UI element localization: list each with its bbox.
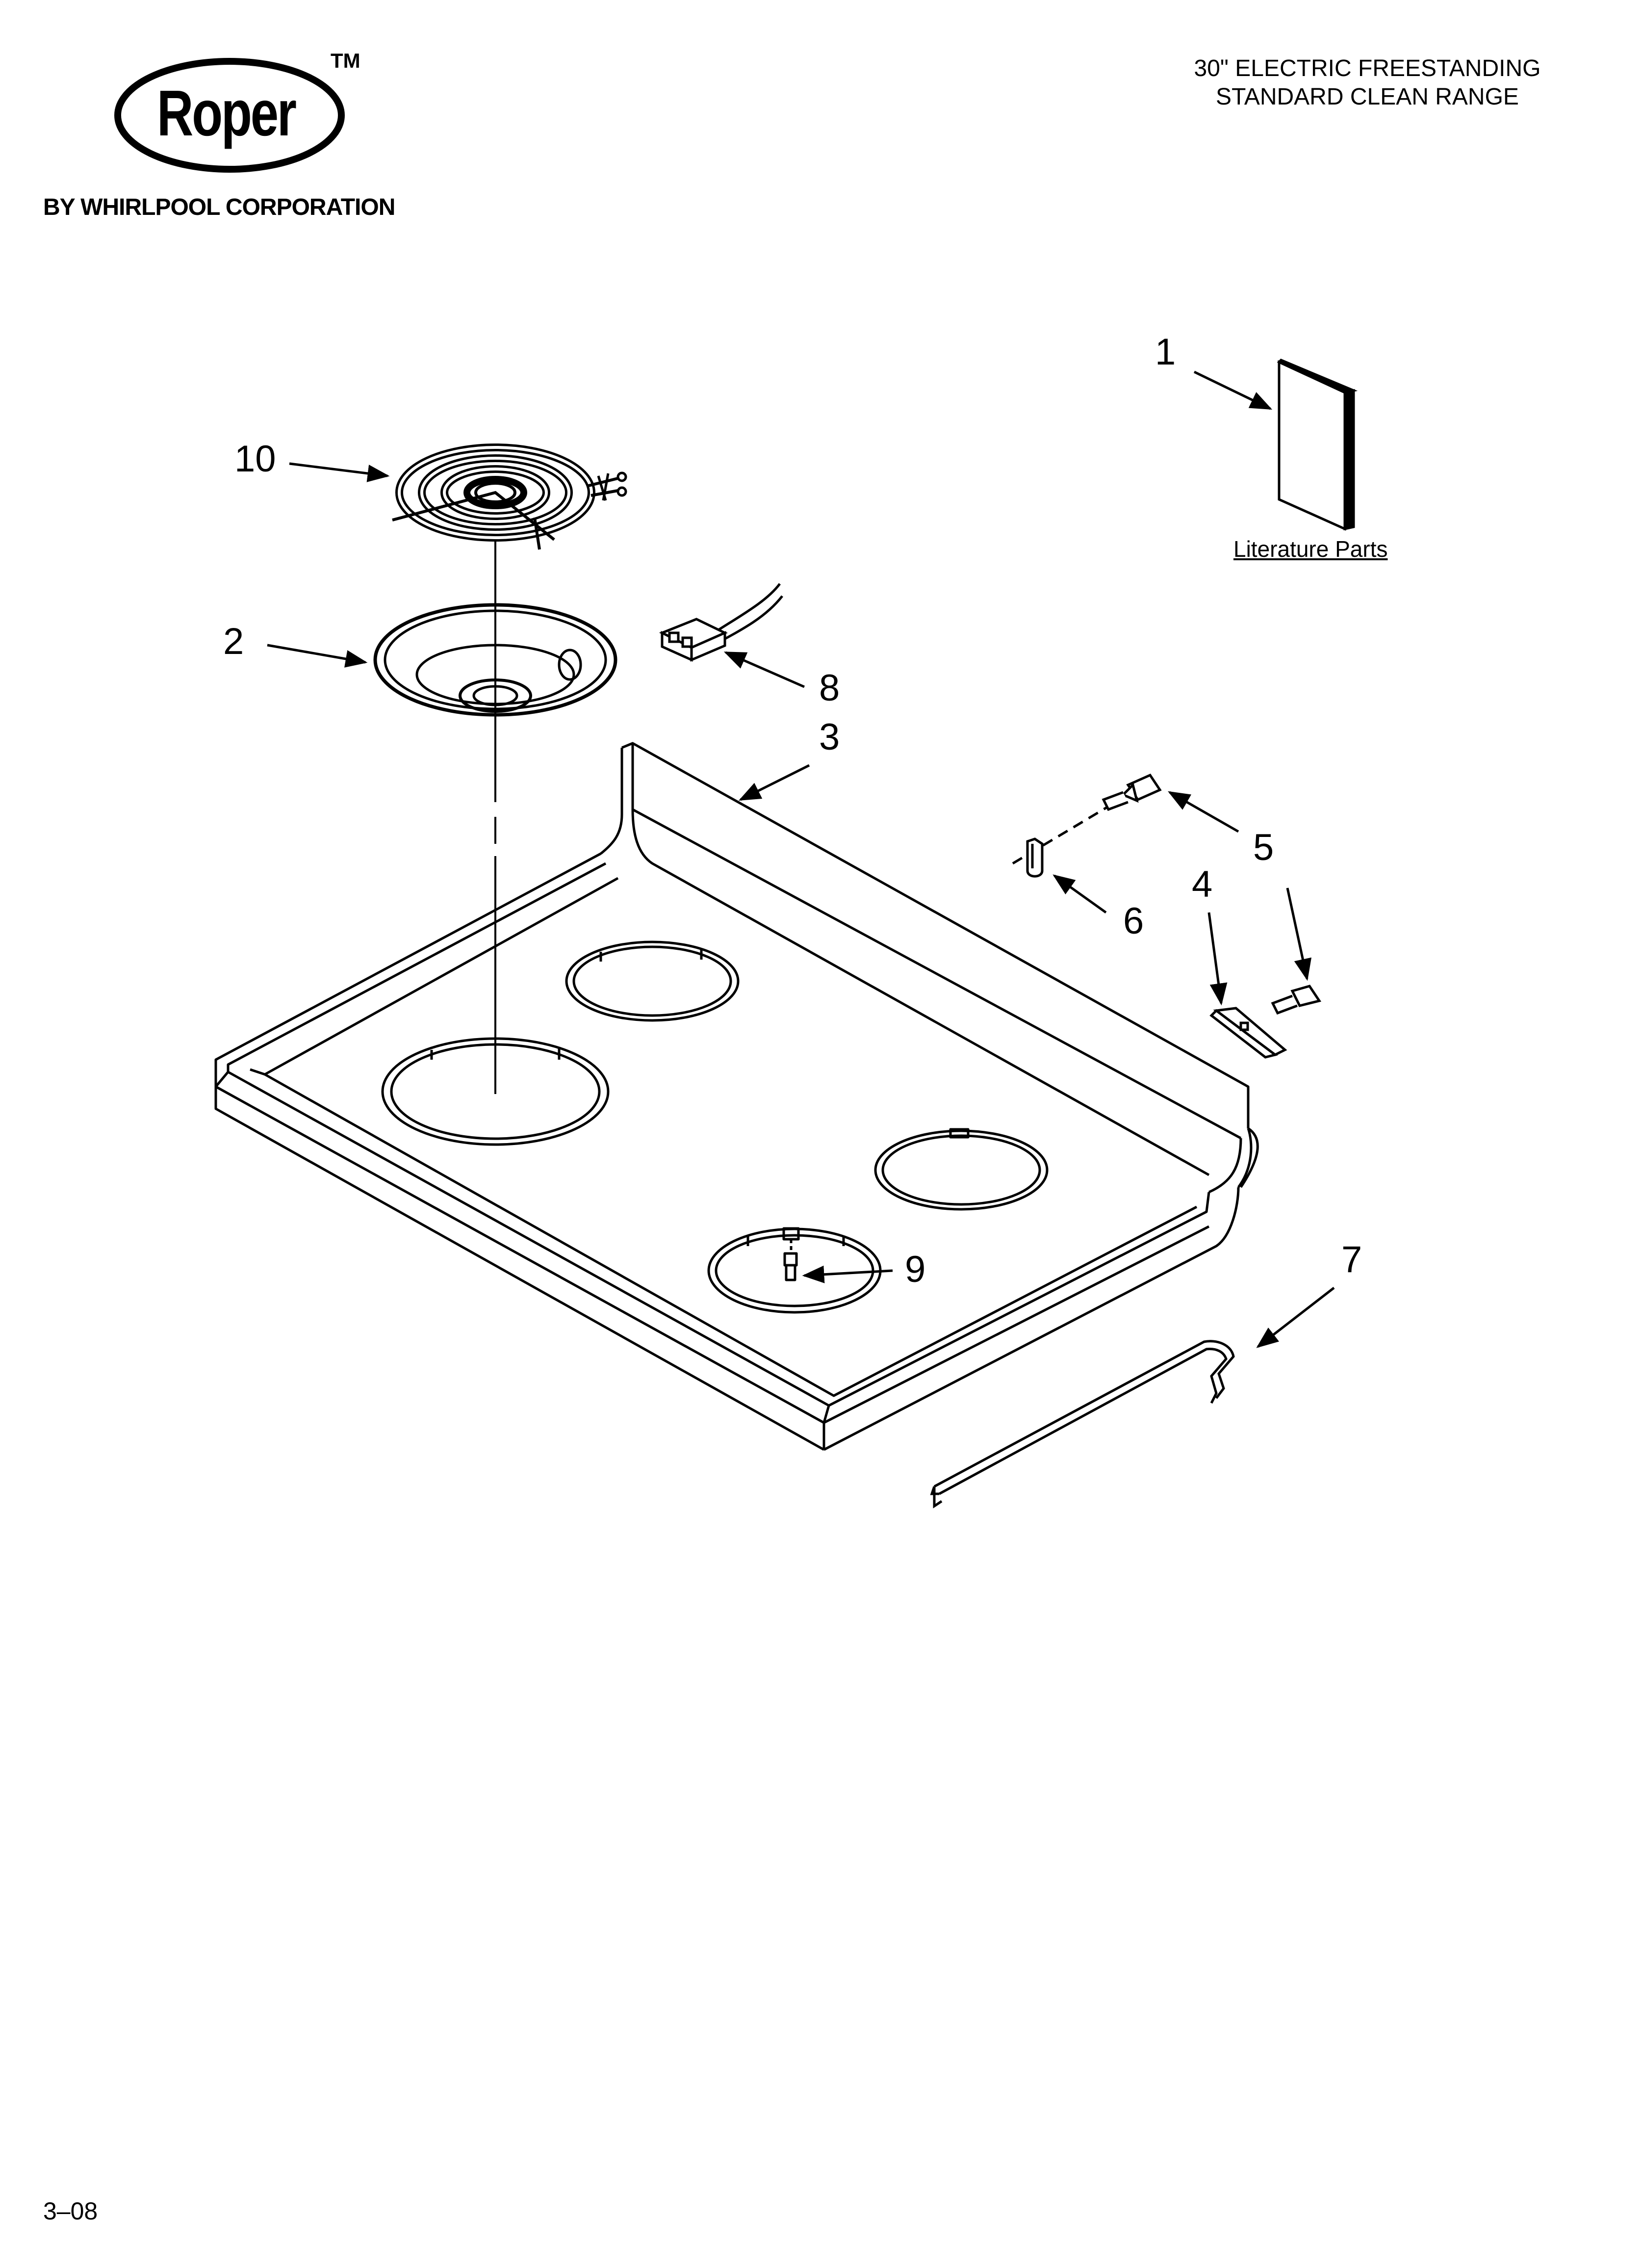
screw-5-lower [1271, 985, 1322, 1015]
callout-4: 4 [1192, 863, 1213, 905]
roper-logo [114, 58, 345, 173]
callout-leaders [267, 370, 1335, 1348]
anti-tip-bracket-rod [930, 1340, 1235, 1509]
literature-parts-label: Literature Parts [1233, 536, 1388, 562]
page-code: 3–08 [43, 2197, 98, 2225]
cooktop-main-top [214, 742, 1259, 1451]
callout-9: 9 [905, 1249, 926, 1290]
bracket-4 [1209, 1007, 1287, 1059]
page-title-line2: STANDARD CLEAN RANGE [1216, 84, 1519, 110]
burner-opening-left-rear [565, 940, 740, 1022]
callout-8: 8 [819, 667, 840, 709]
callout-1: 1 [1155, 331, 1176, 373]
callout-5: 5 [1253, 827, 1274, 868]
callout-3: 3 [819, 716, 840, 758]
screw-9 [783, 1239, 798, 1281]
callout-2: 2 [223, 621, 244, 662]
page-title-line1: 30" ELECTRIC FREESTANDING [1194, 55, 1541, 81]
brand-wordmark: Roper [157, 77, 297, 149]
callout-10: 10 [234, 438, 276, 480]
surface-element-coil [392, 443, 627, 550]
clip-6 [1026, 837, 1044, 878]
burner-opening-left-front [381, 1037, 610, 1146]
wire-connector [659, 583, 783, 662]
callout-6: 6 [1123, 900, 1144, 942]
trademark-mark: TM [331, 49, 360, 72]
brand-subtitle: BY WHIRLPOOL CORPORATION [43, 194, 395, 220]
burner-opening-right-rear [874, 1128, 1049, 1211]
callout-7: 7 [1341, 1239, 1362, 1280]
literature-booklet [1277, 359, 1358, 531]
